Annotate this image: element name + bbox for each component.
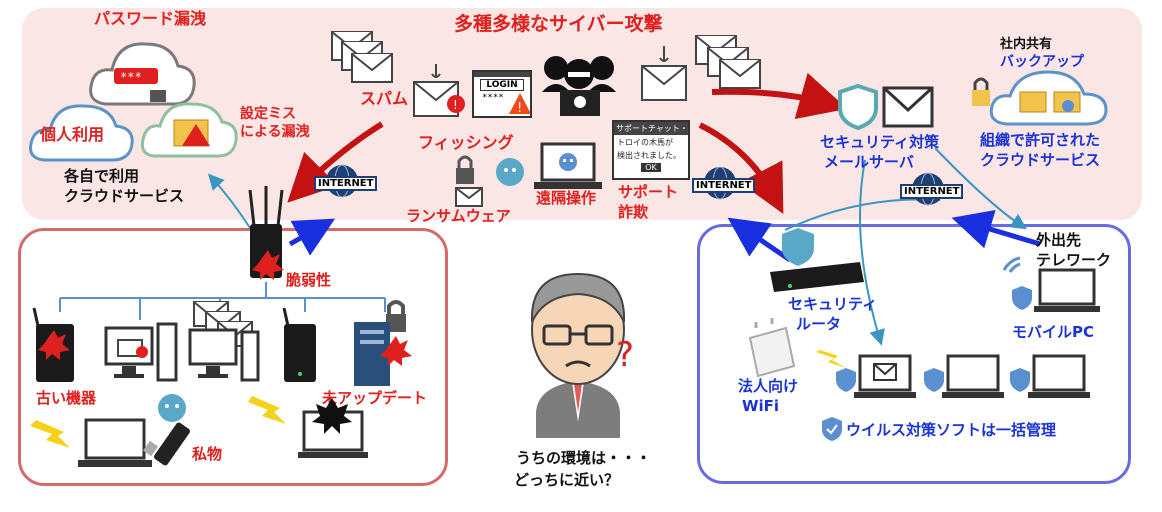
support-scam-label-line1: サポート	[618, 183, 679, 201]
internet-globe-right: INTERNET	[900, 172, 964, 210]
unpatched-laptop-icon	[248, 396, 368, 458]
infected-pc-icon	[104, 322, 178, 382]
warning-icon: !	[509, 93, 531, 116]
private-item-label: 私物	[192, 445, 223, 463]
security-router-icon	[770, 228, 864, 292]
spammed-pc-icon	[188, 301, 260, 382]
support-scam-window-icon: サポートチャット・・× トロイの木馬が 検出されました。 OK	[612, 120, 690, 180]
telework-label-line2: テレワーク	[1036, 251, 1112, 269]
password-leak-label: パスワード漏洩	[94, 9, 207, 28]
personal-cloud-icon	[29, 104, 134, 162]
phishing-spam-mail-icon	[641, 35, 761, 101]
protected-laptop-icon	[924, 354, 1004, 398]
svg-text:!: !	[453, 98, 458, 112]
phishing-label: フィッシング	[418, 133, 514, 152]
secure-mail-label-line1: セキュリティ対策	[820, 133, 940, 151]
self-cloud-label-line2: クラウドサービス	[64, 187, 185, 205]
hacker-icon	[542, 56, 616, 116]
not-updated-label: 未アップデート	[322, 389, 428, 407]
question-line2: どっちに近い？	[514, 471, 620, 489]
remote-control-label: 遠隔操作	[536, 189, 597, 207]
question-mark: ?	[616, 335, 635, 375]
laptop-lightning-icon	[30, 418, 152, 467]
mobile-pc-icon	[1002, 256, 1100, 312]
support-scam-label-line2: 詐欺	[618, 203, 649, 221]
internet-globe-center: INTERNET	[692, 166, 756, 204]
protected-laptop-icon-2	[1010, 354, 1090, 398]
mobile-pc-label: モバイルPC	[1012, 323, 1095, 341]
shared-label-line2: バックアップ	[1000, 54, 1084, 70]
old-device-icon	[32, 307, 74, 382]
spam-label: スパム	[360, 89, 409, 108]
internet-globe-left: INTERNET	[314, 164, 378, 202]
security-router-label-line2: ルータ	[796, 315, 842, 333]
approved-cloud-label-line2: クラウドサービス	[980, 151, 1101, 169]
approved-cloud-label-line1: 組織で許可された	[980, 131, 1101, 149]
usb-drive-icon	[142, 394, 190, 466]
misconfig-label-line2: による漏洩	[240, 124, 310, 140]
phishing-mail-icon: !	[413, 64, 465, 117]
ransomware-label: ランサムウェア	[406, 207, 511, 225]
password-leak-cloud-icon: ***	[89, 42, 196, 106]
security-router-label-line1: セキュリティ	[788, 295, 878, 313]
telework-label-line1: 外出先	[1036, 231, 1082, 249]
secure-mail-label-line2: メールサーバ	[824, 153, 914, 171]
vulnerability-label: 脆弱性	[286, 271, 332, 289]
worried-person-icon	[530, 272, 626, 438]
antivirus-label: ウイルス対策ソフトは一括管理	[846, 421, 1057, 439]
page-title: 多種多様なサイバー攻撃	[454, 13, 663, 35]
secure-mail-server-icon	[838, 83, 934, 131]
question-line1: うちの環境は・・・	[516, 449, 652, 467]
ransomware-icon	[455, 155, 524, 207]
corporate-wifi-icon	[748, 318, 846, 378]
spam-mail-icon	[331, 31, 393, 83]
protected-laptop-mail-icon	[836, 354, 916, 398]
svg-text:***: ***	[120, 70, 142, 84]
misconfig-label-line1: 設定ミス	[240, 106, 296, 122]
self-cloud-label-line1: 各自で利用	[64, 167, 140, 185]
shared-label-line1: 社内共有	[1000, 37, 1053, 52]
antivirus-shield-icon	[822, 417, 842, 441]
approved-cloud-icon	[972, 70, 1108, 126]
svg-text:!: !	[517, 101, 522, 116]
router-device-icon	[282, 307, 316, 382]
corp-wifi-label-line1: 法人向け	[738, 377, 799, 395]
misconfig-cloud-icon	[140, 102, 238, 158]
corp-wifi-label-line2: WiFi	[742, 397, 780, 415]
old-device-label: 古い機器	[36, 389, 97, 407]
unpatched-server-icon	[354, 300, 412, 386]
vulnerable-router-icon	[248, 186, 284, 280]
personal-use-label: 個人利用	[40, 125, 105, 144]
remote-control-laptop-icon	[534, 142, 602, 189]
